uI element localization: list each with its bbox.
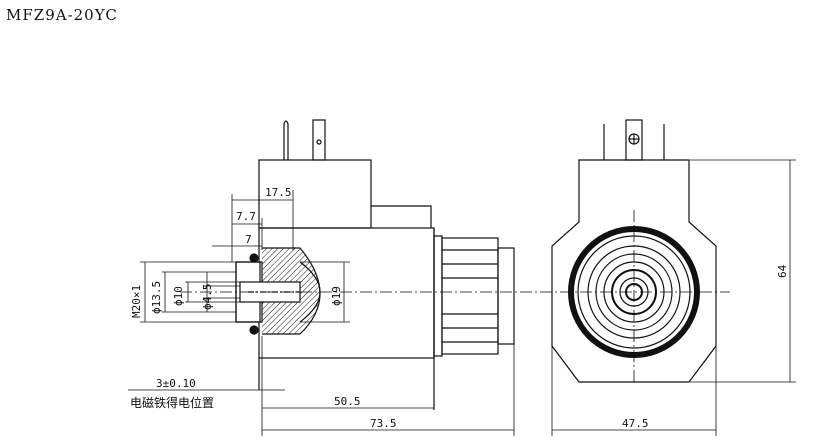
coil-outline (551, 159, 717, 383)
nut-cap (497, 247, 515, 345)
front-view (540, 119, 730, 383)
dim-thread: M20×1 (130, 285, 143, 318)
side-dimensions (128, 190, 515, 436)
dim-47-5: 47.5 (622, 417, 649, 430)
nut-hex (441, 237, 499, 355)
dim-phi-13-5: ϕ13.5 (150, 281, 163, 314)
dim-50-5: 50.5 (334, 395, 361, 408)
dim-73-5: 73.5 (370, 417, 397, 430)
nut (433, 235, 443, 357)
dim-17-5: 17.5 (265, 186, 292, 199)
front-dimensions (551, 159, 796, 436)
terminal-pin (283, 120, 289, 160)
drawing-title: MFZ9A-20YC (6, 6, 118, 24)
dim-7-7: 7.7 (236, 210, 256, 223)
dim-phi-10: ϕ10 (172, 286, 185, 306)
dim-phi-19: ϕ19 (330, 286, 343, 306)
side-view (180, 119, 540, 410)
dim-tolerance: 3±0.10 (156, 377, 196, 390)
dim-64: 64 (776, 264, 789, 278)
note-position: 电磁铁得电位置 (130, 395, 214, 410)
dim-phi-4-5: ϕ4.5 (201, 284, 214, 311)
dim-7: 7 (245, 233, 252, 246)
